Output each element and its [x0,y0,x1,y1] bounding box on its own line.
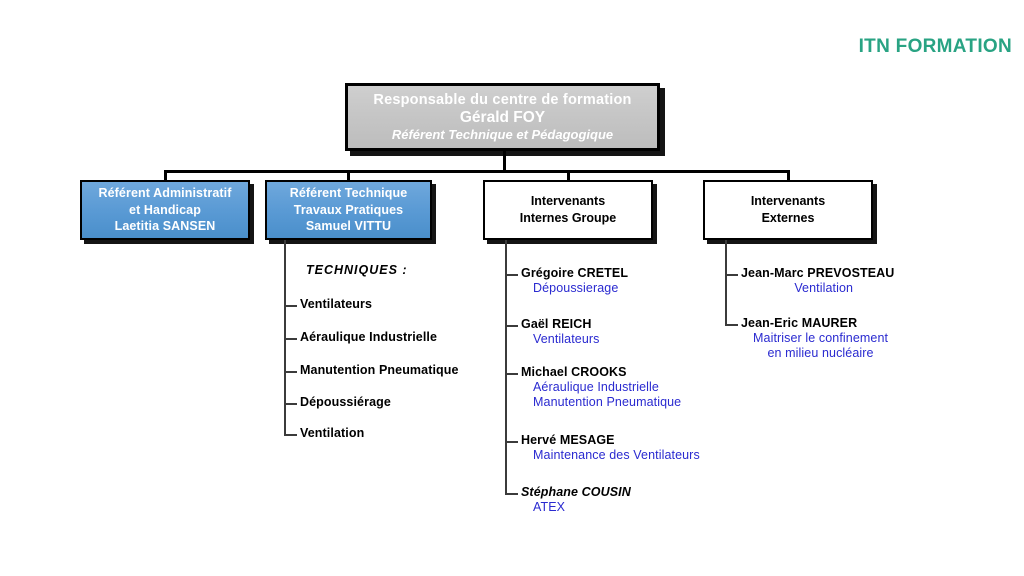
node-line-1: Intervenants [530,194,606,208]
connector-root-stem [503,151,506,172]
techniques-heading: TECHNIQUES : [306,263,408,277]
node-referent-administratif[interactable]: Référent Administratif et Handicap Laeti… [80,180,250,240]
node-intervenants-externes[interactable]: Intervenants Externes [703,180,873,240]
tree-branch-tick [284,338,297,340]
tree-spine [505,240,507,494]
root-subtitle-label: Référent Technique et Pédagogique [391,126,614,142]
tree-branch-tick [725,274,738,276]
tree-branch-tick [284,371,297,373]
person-name-label: Stéphane COUSIN [521,485,631,499]
person-name-label: Jean-Marc PREVOSTEAU [741,266,895,280]
node-line-3: Laetitia SANSEN [114,219,216,234]
tree-branch-tick [284,305,297,307]
specialty-label: Maitriser le confinement [753,331,889,345]
node-line-2: Externes [761,210,815,225]
tree-branch-tick [284,403,297,405]
person-name-label: Gaël REICH [521,317,592,331]
person-name-label: Jean-Eric MAURER [741,316,858,330]
tree-branch-tick [284,434,297,436]
root-name-label: Gérald FOY [459,108,546,126]
tree-branch-tick [505,373,518,375]
specialty-label: en milieu nucléaire [767,346,874,360]
technique-item[interactable]: Manutention Pneumatique [300,363,459,378]
tree-branch-tick [725,324,738,326]
tree-branch-tick [505,274,518,276]
node-line-2: et Handicap [129,202,201,217]
person-name-label: Michael CROOKS [521,365,627,379]
root-role-label: Responsable du centre de formation [373,91,632,108]
tree-spine [725,240,727,325]
node-line-1: Intervenants [750,194,826,208]
tree-branch-tick [505,441,518,443]
person-name-label: Grégoire CRETEL [521,266,629,280]
specialty-label: Ventilateurs [533,332,600,346]
connector-drop-internes [567,170,570,181]
technique-item[interactable]: Aéraulique Industrielle [300,330,437,345]
node-line-3: Samuel VITTU [305,219,392,234]
node-referent-technique[interactable]: Référent Technique Travaux Pratiques Sam… [265,180,432,240]
technique-item[interactable]: Dépoussiérage [300,395,391,410]
specialty-label: Aéraulique Industrielle [533,380,659,394]
node-line-2: Internes Groupe [519,210,617,225]
node-line-1: Référent Technique [289,186,408,201]
technique-label: Dépoussiérage [300,395,391,409]
technique-label: Ventilateurs [300,297,373,311]
brand-title: ITN FORMATION [858,36,1012,57]
technique-label: Manutention Pneumatique [300,363,459,377]
specialty-label: Ventilation [794,281,854,295]
specialty-label: Dépoussierage [533,281,619,295]
technique-label: Ventilation [300,426,365,440]
connector-drop-technique [347,170,350,181]
tree-branch-tick [505,493,518,495]
node-line-2: Travaux Pratiques [293,202,404,217]
specialty-label: Maintenance des Ventilateurs [533,448,700,462]
technique-label: Aéraulique Industrielle [300,330,438,344]
tree-branch-tick [505,325,518,327]
node-line-1: Référent Administratif [98,186,232,201]
specialty-label: Manutention Pneumatique [533,395,682,409]
connector-drop-externes [787,170,790,181]
connector-drop-admin [164,170,167,181]
tree-spine [284,240,286,435]
root-node-box[interactable]: Responsable du centre de formation Géral… [345,83,660,151]
person-name-label: Hervé MESAGE [521,433,615,447]
node-intervenants-internes[interactable]: Intervenants Internes Groupe [483,180,653,240]
specialty-label: ATEX [533,500,566,514]
technique-item[interactable]: Ventilation [300,426,364,441]
technique-item[interactable]: Ventilateurs [300,297,372,312]
connector-horizontal-bus [165,170,789,173]
